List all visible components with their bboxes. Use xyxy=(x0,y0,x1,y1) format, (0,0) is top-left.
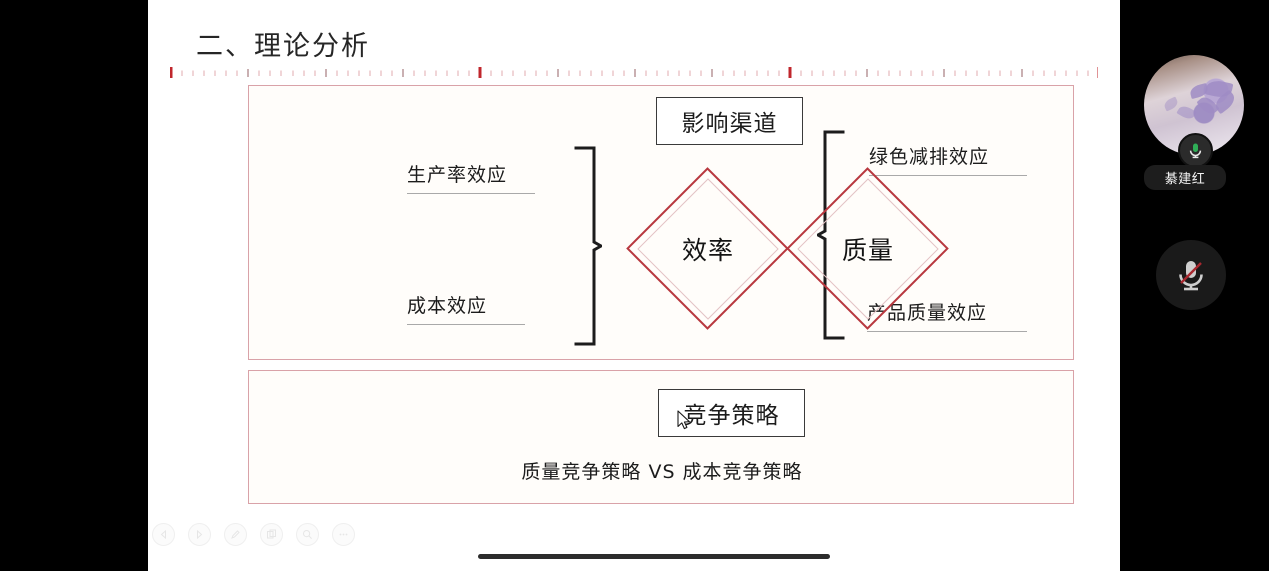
effect-label-green-emission: 绿色减排效应 xyxy=(869,142,1027,176)
participant-tile[interactable] xyxy=(1144,55,1244,168)
mic-status-badge xyxy=(1178,133,1213,168)
mic-muted-icon xyxy=(1179,261,1203,291)
next-slide-button[interactable] xyxy=(188,523,211,546)
pen-icon xyxy=(231,530,240,539)
slide-toolbar xyxy=(152,523,355,546)
diamond-label-efficiency: 效率 xyxy=(681,236,734,265)
duplicate-button[interactable] xyxy=(260,523,283,546)
diamond-efficiency: 效率 xyxy=(626,167,789,330)
participant-rail: 綦建红 xyxy=(1120,0,1269,571)
microphone-icon xyxy=(1189,143,1202,159)
more-button[interactable] xyxy=(332,523,355,546)
diamond-label-quality: 质量 xyxy=(841,236,894,265)
zoom-button[interactable] xyxy=(296,523,319,546)
copy-icon xyxy=(267,529,276,539)
annotate-button[interactable] xyxy=(224,523,247,546)
effect-label-product-quality: 产品质量效应 xyxy=(867,298,1027,332)
triangle-right-icon xyxy=(197,530,203,539)
magnifier-icon xyxy=(303,530,312,539)
participant-name: 綦建红 xyxy=(1144,165,1226,190)
brace-left-icon xyxy=(574,146,602,346)
effect-label-cost: 成本效应 xyxy=(407,291,525,325)
impact-channel-heading: 影响渠道 xyxy=(656,97,803,145)
mute-toggle-button[interactable] xyxy=(1156,240,1226,310)
strategy-comparison-text: 质量竞争策略 VS 成本竞争策略 xyxy=(521,461,803,483)
ruler-decoration xyxy=(170,67,1098,78)
competitive-strategy-panel: 竞争策略 质量竞争策略 VS 成本竞争策略 xyxy=(248,370,1074,504)
competitive-strategy-heading: 竞争策略 xyxy=(658,389,805,437)
triangle-left-icon xyxy=(160,530,166,539)
diamond-quality: 质量 xyxy=(786,167,949,330)
brace-right-icon xyxy=(817,130,845,340)
home-indicator xyxy=(478,554,830,559)
previous-slide-button[interactable] xyxy=(152,523,175,546)
ellipsis-icon xyxy=(339,533,348,536)
page-title: 二、理论分析 xyxy=(196,31,370,62)
presentation-slide[interactable]: 二、理论分析 影响渠道 生产率效应 成本效应 绿色减排效应 产品质量效应 xyxy=(148,0,1120,571)
impact-channel-panel: 影响渠道 生产率效应 成本效应 绿色减排效应 产品质量效应 效率 xyxy=(248,85,1074,360)
effect-label-productivity: 生产率效应 xyxy=(407,160,535,194)
